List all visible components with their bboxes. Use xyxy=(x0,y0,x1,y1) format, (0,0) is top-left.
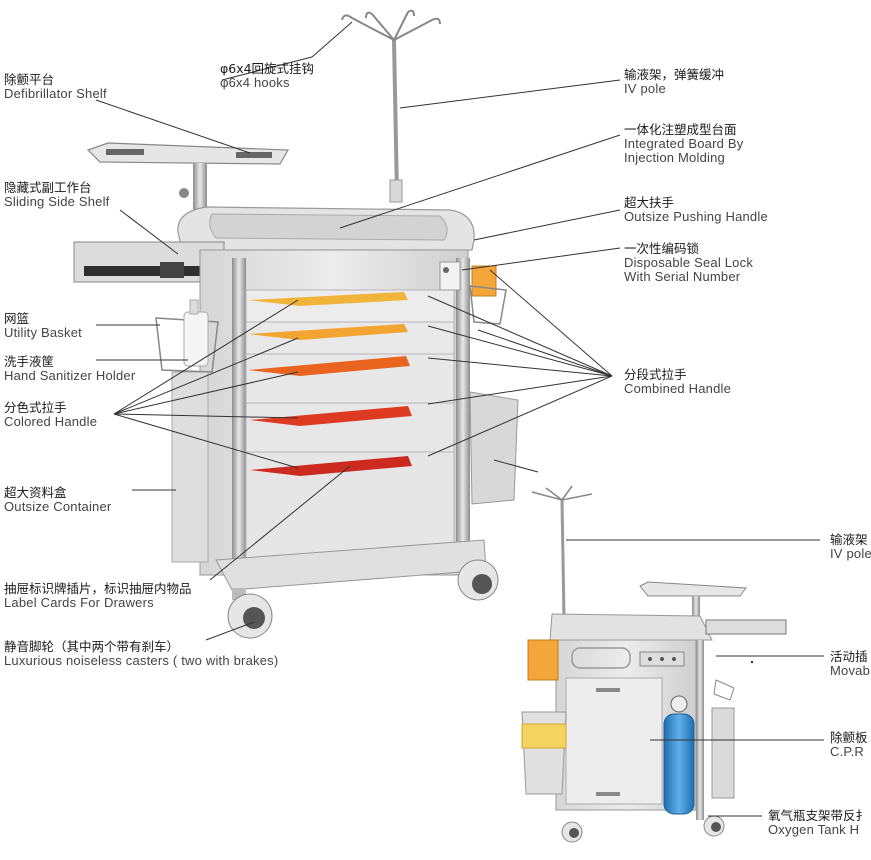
label-en-line2: With Serial Number xyxy=(624,269,741,284)
label-en: Label Cards For Drawers xyxy=(4,595,154,610)
drawer-handle-1 xyxy=(248,292,408,306)
caster-front-left xyxy=(227,588,273,639)
label-en: φ6x4 hooks xyxy=(220,75,290,90)
label-en: Movab xyxy=(830,663,871,678)
label-oxygen-tank: 氧气瓶支架带反扌 Oxygen Tank H xyxy=(768,809,868,837)
label-zh: 除颤板 xyxy=(830,730,868,745)
slide-shelf-2 xyxy=(705,619,787,635)
label-integrated-board: 一体化注塑成型台面 Integrated Board By Injection … xyxy=(624,123,743,165)
label-sanitizer: 洗手液筐 Hand Sanitizer Holder xyxy=(4,355,135,383)
label-en: Oxygen Tank H xyxy=(768,822,860,837)
drawer-handle-4 xyxy=(250,406,412,426)
cpr-board xyxy=(565,677,663,805)
label-label-cards: 抽屉标识牌插片，标识抽屉内物品 Label Cards For Drawers xyxy=(4,582,192,610)
label-casters: 静音脚轮（其中两个带有刹车） Luxurious noiseless caste… xyxy=(4,640,278,668)
label-zh: 抽屉标识牌插片，标识抽屉内物品 xyxy=(4,581,192,596)
label-zh: 隐藏式副工作台 xyxy=(4,180,92,195)
label-en: Luxurious noiseless casters ( two with b… xyxy=(4,653,279,668)
second-cart xyxy=(521,485,787,843)
label-zh: 氧气瓶支架带反扌 xyxy=(768,808,869,823)
label-utility-basket: 网篮 Utility Basket xyxy=(4,312,82,340)
label-movable: 活动插 Movab xyxy=(830,650,870,678)
label-seal-lock: 一次性编码锁 Disposable Seal Lock With Serial … xyxy=(624,242,753,284)
label-iv-pole-2: 输液架 IV pole xyxy=(830,533,871,561)
label-zh: 分色式拉手 xyxy=(4,400,67,415)
drawer-handle-3 xyxy=(248,356,410,376)
label-en-line1: Integrated Board By xyxy=(624,136,744,151)
label-zh: 输液架，弹簧缓冲 xyxy=(624,67,725,82)
oxygen-tank xyxy=(663,713,695,815)
label-en: Utility Basket xyxy=(4,325,82,340)
label-iv-pole: 输液架，弹簧缓冲 IV pole xyxy=(624,68,724,96)
callout-lines xyxy=(95,21,824,817)
drawer-handle-2 xyxy=(248,324,408,340)
label-en: Colored Handle xyxy=(4,414,98,429)
label-zh: 输液架 xyxy=(830,532,868,547)
iv-pole xyxy=(392,39,399,196)
outsize-container xyxy=(469,391,519,505)
label-zh: 除颤平台 xyxy=(4,72,55,87)
label-en: Outsize Pushing Handle xyxy=(624,209,768,224)
label-en: IV pole xyxy=(830,546,871,561)
label-en: Outsize Container xyxy=(4,499,112,514)
label-outsize-container: 超大资料盒 Outsize Container xyxy=(4,486,111,514)
label-zh: 超大资料盒 xyxy=(4,485,67,500)
label-zh: 洗手液筐 xyxy=(4,354,55,369)
label-en: Defibrillator Shelf xyxy=(4,86,107,101)
label-en-line1: Disposable Seal Lock xyxy=(624,255,754,270)
iv-hooks xyxy=(341,9,441,41)
label-en: C.P.R xyxy=(830,744,864,759)
label-zh: 活动插 xyxy=(830,649,868,664)
defibrillator-shelf-plate xyxy=(86,142,290,165)
corner-post-left xyxy=(232,258,246,578)
label-zh: 一体化注塑成型台面 xyxy=(624,122,737,137)
right-basket xyxy=(469,285,507,325)
main-cart xyxy=(73,9,519,639)
label-combined-handle: 分段式拉手 Combined Handle xyxy=(624,368,731,396)
label-en: IV pole xyxy=(624,81,666,96)
label-zh: 静音脚轮（其中两个带有刹车） xyxy=(4,639,180,654)
defibrillator-shelf-post xyxy=(193,163,207,215)
label-zh: φ6x4回旋式挂钩 xyxy=(220,61,315,76)
iv-pole-clamp xyxy=(389,179,403,203)
drawer-handle-5 xyxy=(250,456,412,476)
label-zh: 分段式拉手 xyxy=(624,367,687,382)
label-defibrillator-shelf: 除颤平台 Defibrillator Shelf xyxy=(4,73,107,101)
label-zh: 一次性编码锁 xyxy=(624,241,700,256)
caster-front-right xyxy=(457,559,499,601)
label-push-handle: 超大扶手 Outsize Pushing Handle xyxy=(624,196,768,224)
label-hooks: φ6x4回旋式挂钩 φ6x4 hooks xyxy=(220,62,314,90)
seal-lock xyxy=(439,261,461,291)
label-colored-handle: 分色式拉手 Colored Handle xyxy=(4,401,97,429)
label-en: Sliding Side Shelf xyxy=(4,194,110,209)
label-zh: 网篮 xyxy=(4,311,30,326)
label-sliding-side-shelf: 隐藏式副工作台 Sliding Side Shelf xyxy=(4,181,110,209)
iv-pole-2 xyxy=(560,499,566,619)
label-cpr: 除颤板 C.P.R xyxy=(830,731,868,759)
sharps-container xyxy=(471,265,497,297)
corner-post-right xyxy=(456,258,470,558)
label-en: Hand Sanitizer Holder xyxy=(4,368,136,383)
label-en: Combined Handle xyxy=(624,381,732,396)
label-en-line2: Injection Molding xyxy=(624,150,725,165)
label-zh: 超大扶手 xyxy=(624,195,675,210)
